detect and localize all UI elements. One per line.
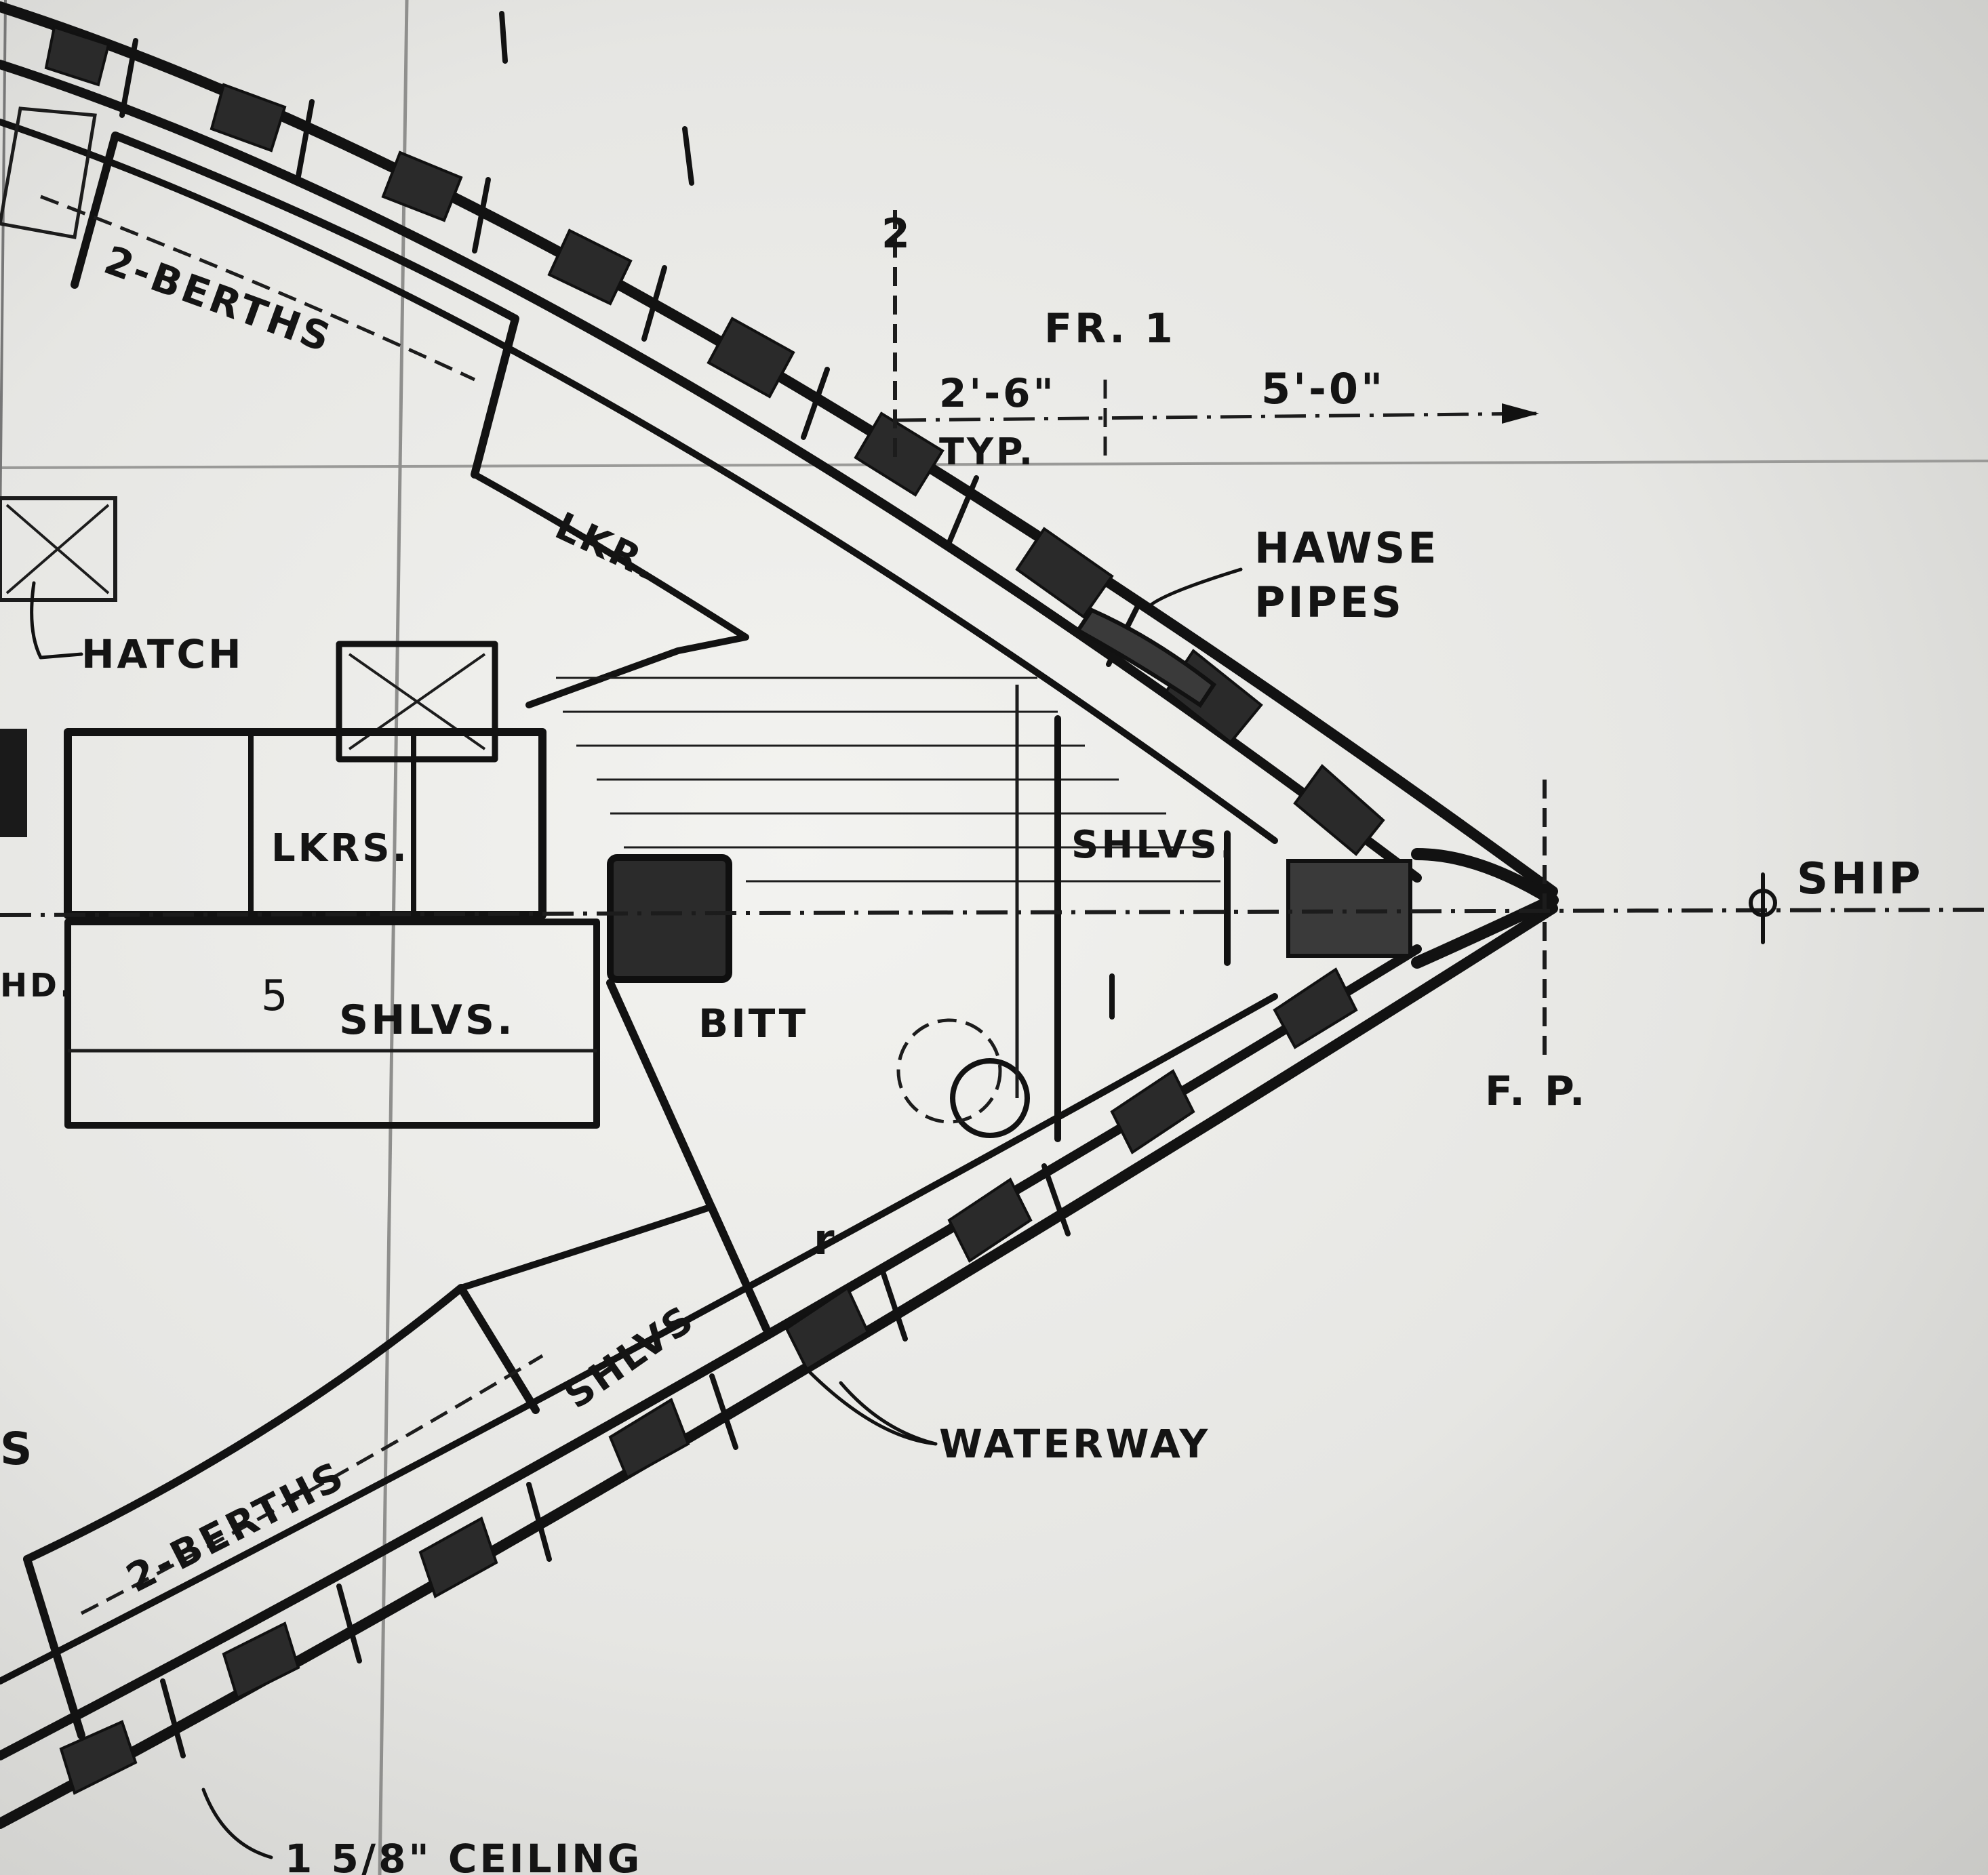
hawse-leader (1144, 567, 1243, 612)
companionway-block (0, 729, 27, 837)
upper-hull-ceiling-line (0, 119, 1278, 844)
upper-berth-dashes (40, 195, 476, 382)
label-dim-2-6: 2'-6" (939, 370, 1056, 416)
label-ship-centerline: SHIP (1797, 854, 1923, 904)
drawing-edge-line (0, 0, 7, 529)
lockers-box (64, 728, 546, 919)
bitt-post (607, 854, 732, 983)
label-dim-typ: TYP. (939, 430, 1035, 473)
anchor-ring (950, 1058, 1030, 1138)
upper-frame-ticks (119, 38, 1142, 667)
upper-hull-outer-line (0, 1, 1558, 897)
label-bitt: BITT (698, 1001, 808, 1047)
label-dim-5-0: 5'-0" (1261, 364, 1385, 414)
shelves-box (64, 919, 600, 1129)
stem-block (1286, 859, 1412, 958)
bitt-brace-line (606, 979, 770, 1333)
interior (0, 496, 1220, 1142)
deck-hatching (556, 677, 1220, 883)
tick-mark-top-2 (499, 11, 508, 64)
paper-fold-horizontal (0, 460, 1988, 469)
lower-shelf-outline (458, 1203, 770, 1332)
lower-berth-end (23, 1555, 85, 1739)
ceiling-leader (201, 1788, 273, 1859)
hawse-pipe-shape (1075, 607, 1217, 708)
dimension-arrowhead (1502, 403, 1539, 424)
lower-hull (0, 903, 1558, 1829)
label-forward-perpendicular: F. P. (1485, 1068, 1588, 1115)
waterway-leader (805, 1367, 938, 1446)
lower-frame-blocks (59, 967, 1358, 1795)
label-ceiling: 1 5/8" CEILING (285, 1836, 642, 1875)
lower-hull-ceiling-line (0, 993, 1278, 1685)
centerline-dimensions (0, 11, 1988, 1859)
label-hawse: HAWSE (1254, 523, 1439, 573)
label-pipes: PIPES (1254, 578, 1404, 627)
hatch-box-left-cross (5, 504, 110, 594)
upper-small-box (0, 106, 97, 239)
label-frame-2: 2 (881, 210, 913, 258)
upper-hull-inner-line (0, 60, 1422, 883)
label-shlvs-bow: SHLVS. (1071, 823, 1237, 867)
lower-berth-outline (23, 1284, 540, 1563)
hatch-box-left (0, 496, 117, 602)
label-berths-upper: 2-BERTHS (98, 237, 338, 361)
upper-hull (0, 1, 1558, 897)
lower-frame-ticks (160, 1163, 1071, 1758)
hatch-box-center (336, 641, 498, 763)
hatch-leader (30, 581, 83, 660)
paper-fold-vertical (378, 0, 409, 1875)
label-hd: HD. (0, 967, 75, 1005)
bow-stem (1075, 607, 1559, 969)
label-frame-1: FR. 1 (1044, 305, 1176, 352)
label-hatch: HATCH (81, 631, 244, 677)
label-lkrs: LKRS. (271, 826, 410, 870)
lower-berth-dashes (80, 1354, 544, 1615)
label-shlvs-main: SHLVS. (339, 996, 515, 1044)
lower-hull-inner-line (0, 944, 1422, 1760)
anchor-dashed-circle (896, 1018, 1002, 1124)
label-waterway: WATERWAY (939, 1421, 1210, 1467)
label-shlvs-lower: SHLVS (557, 1297, 704, 1418)
upper-frame-blocks (44, 25, 1385, 856)
label-berths-lower: 2-BERTHS (119, 1452, 353, 1601)
tick-mark-top (682, 126, 694, 186)
ship-centerline (0, 908, 1988, 917)
upper-berth-outline (71, 132, 519, 479)
label-lkr-upper: LKR. (549, 504, 666, 590)
label-frame-5: 5 (261, 971, 290, 1020)
label-mark-r: r (814, 1215, 837, 1264)
label-partial-s: S (0, 1423, 35, 1475)
upper-locker-outline (471, 315, 749, 708)
labels: 2-BERTHS LKR. HATCH LKRS. SHLVS. SHLVS. … (0, 210, 1923, 1875)
stem-outline (1411, 848, 1559, 969)
